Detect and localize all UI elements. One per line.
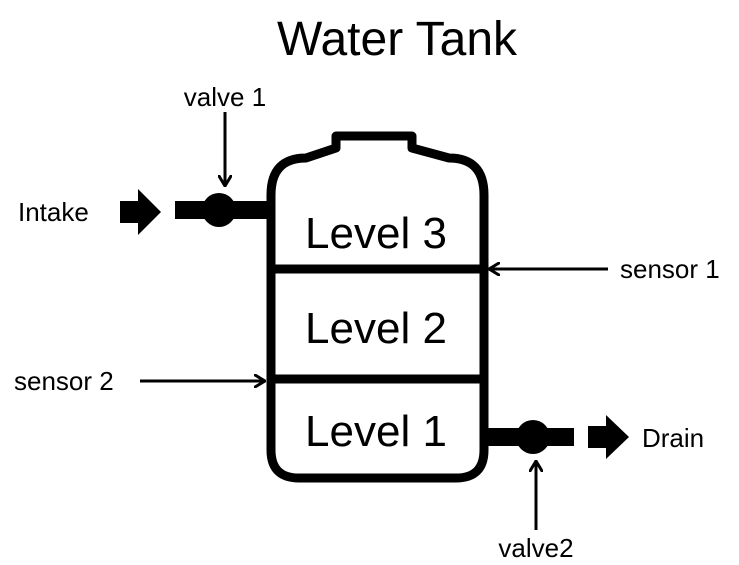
valve-2-label: valve2 bbox=[498, 533, 573, 563]
valve-2 bbox=[516, 420, 550, 454]
diagram-title: Water Tank bbox=[277, 13, 518, 66]
level-2-label: Level 2 bbox=[305, 304, 447, 353]
intake-arrow-icon bbox=[120, 189, 161, 235]
tank-outline bbox=[266, 131, 489, 483]
valve-1 bbox=[202, 193, 236, 227]
sensor-1-label: sensor 1 bbox=[620, 254, 720, 284]
sensor-2-label: sensor 2 bbox=[14, 366, 114, 396]
intake-label: Intake bbox=[18, 197, 89, 227]
drain-arrow-icon bbox=[588, 415, 629, 459]
valve-1-label: valve 1 bbox=[184, 82, 266, 112]
level-1-label: Level 1 bbox=[305, 407, 447, 456]
level-3-label: Level 3 bbox=[305, 209, 447, 258]
drain-label: Drain bbox=[642, 423, 704, 453]
